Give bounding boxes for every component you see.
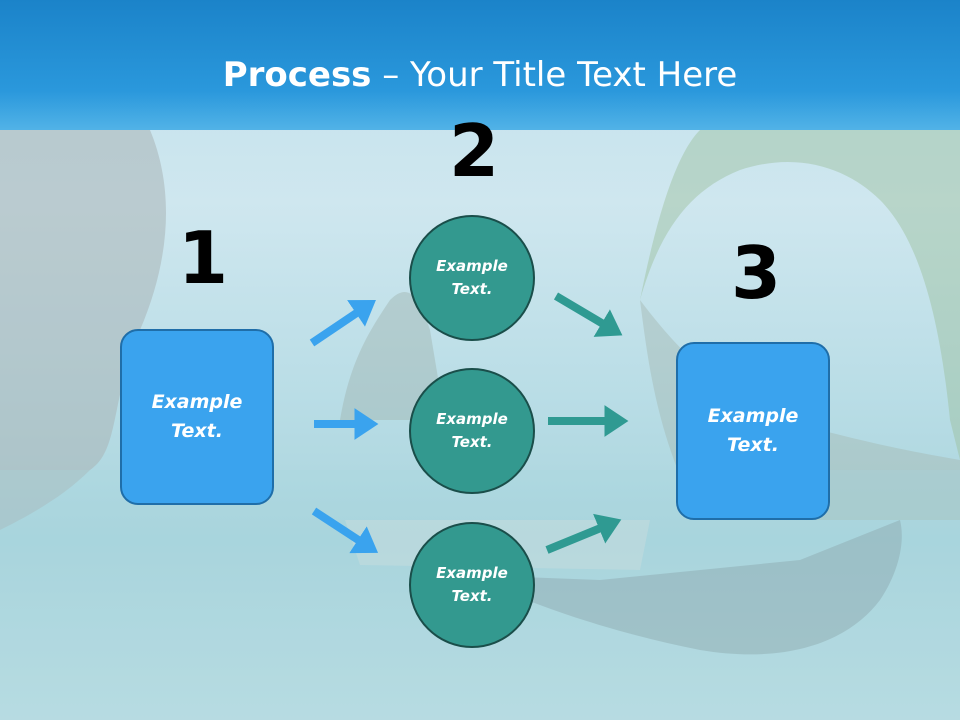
step-1-number: 1 [178,216,229,300]
step-1-text: Example Text. [151,391,243,442]
step-3-box: Example Text. [676,342,830,520]
step-2-circle-top: Example Text. [409,215,535,341]
arrow-1-to-bottom [311,507,379,554]
step-2-number: 2 [449,109,500,193]
step-2-circle-bottom: Example Text. [409,522,535,648]
arrow-top-to-3 [553,292,623,337]
header-bar [0,0,960,130]
step-3-number: 3 [731,231,782,315]
title-bold: Process [222,55,372,95]
step-3-text: Example Text. [707,405,799,456]
title-rest: – Your Title Text Here [371,55,738,95]
circle-bottom-text: Example Text. [436,564,508,605]
step-2-circle-middle: Example Text. [409,368,535,494]
arrow-bottom-to-3 [545,513,622,554]
step-1-box: Example Text. [120,329,274,505]
circle-middle-text: Example Text. [436,410,508,451]
slide-title: Process – Your Title Text Here [0,55,960,95]
arrow-1-to-top [309,299,376,347]
circle-top-text: Example Text. [436,257,508,298]
